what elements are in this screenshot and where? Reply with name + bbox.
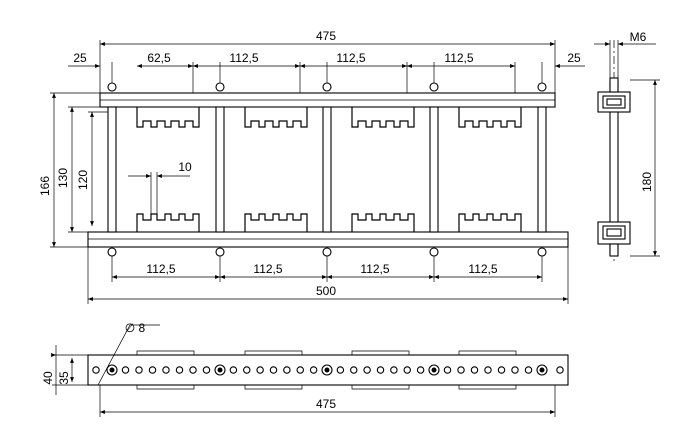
dim-height-inner: 120: [76, 170, 90, 190]
dim-pitch-first: 62,5: [147, 51, 171, 65]
tap-hole: [349, 366, 358, 374]
tap-hole: [269, 366, 278, 374]
dim-pitch-bottom-1: 112,5: [146, 262, 175, 276]
tap-hole: [403, 366, 411, 374]
dim-pitch-top-3: 112,5: [444, 51, 473, 65]
tap-hole: [283, 366, 291, 374]
tap-hole: [497, 366, 506, 374]
tap-hole: [363, 366, 371, 374]
posts: [107, 106, 547, 233]
dim-slot-width: 10: [178, 160, 192, 174]
tap-hole: [524, 366, 533, 374]
dim-overall-bottom: 500: [316, 284, 336, 298]
tap-hole: [511, 366, 519, 374]
dim-overall-top: 475: [316, 29, 336, 43]
front-view: 475 25 62,5 112,5 112,5 112,5 25 166 130: [38, 29, 585, 304]
dim-edge-right: 25: [567, 51, 581, 65]
tap-hole: [416, 366, 425, 374]
end-hole: [92, 366, 100, 374]
side-dimensions: M6 180: [594, 30, 660, 257]
dim-thread: M6: [630, 30, 647, 44]
dim-hole-diameter: ∅ 8: [125, 321, 146, 335]
dim-plan-width-inner: 35: [57, 371, 71, 385]
tap-hole: [202, 366, 211, 374]
dim-side-height: 180: [640, 172, 654, 192]
tap-hole: [189, 366, 197, 374]
dim-pitch-top-1: 112,5: [229, 51, 258, 65]
tap-hole: [336, 366, 345, 374]
tap-hole: [309, 366, 318, 374]
plan-view: ∅ 8 40 35 475: [41, 321, 569, 417]
dim-pitch-bottom-3: 112,5: [360, 262, 389, 276]
side-view: M6 180: [594, 30, 660, 262]
tap-hole: [135, 366, 143, 374]
top-fuse-holders: [136, 107, 522, 128]
bottom-fuse-holders: [136, 213, 522, 232]
tap-hole: [162, 366, 170, 374]
dim-pitch-top-2: 112,5: [336, 51, 365, 65]
tap-hole: [148, 366, 157, 374]
dim-pitch-bottom-4: 112,5: [468, 262, 497, 276]
tap-hole: [175, 366, 184, 374]
front-dimensions: 475 25 62,5 112,5 112,5 112,5 25 166 130: [38, 29, 585, 304]
plan-holes: [92, 364, 564, 376]
bottom-busbar: [87, 231, 569, 248]
tap-hole: [256, 366, 264, 374]
tap-hole: [484, 366, 492, 374]
dim-height-mid: 130: [56, 168, 70, 188]
tap-hole: [390, 366, 398, 374]
dim-plan-length: 475: [316, 397, 336, 411]
tap-hole: [296, 366, 304, 374]
dim-plan-width-outer: 40: [41, 371, 55, 385]
tap-hole: [470, 366, 479, 374]
dim-edge-left: 25: [73, 51, 87, 65]
tap-hole: [121, 366, 130, 374]
tap-hole: [376, 366, 385, 374]
tap-hole: [457, 366, 465, 374]
dim-pitch-bottom-2: 112,5: [253, 262, 282, 276]
bottom-bolts: [107, 247, 547, 257]
tap-hole: [443, 366, 452, 374]
end-hole: [556, 366, 564, 374]
dim-height-outer: 166: [38, 176, 52, 196]
plan-module-outlines: [136, 350, 517, 390]
plan-dimensions: ∅ 8 40 35 475: [41, 321, 556, 417]
top-bolts: [107, 82, 547, 92]
tap-hole: [243, 366, 251, 374]
tap-hole: [229, 366, 238, 374]
